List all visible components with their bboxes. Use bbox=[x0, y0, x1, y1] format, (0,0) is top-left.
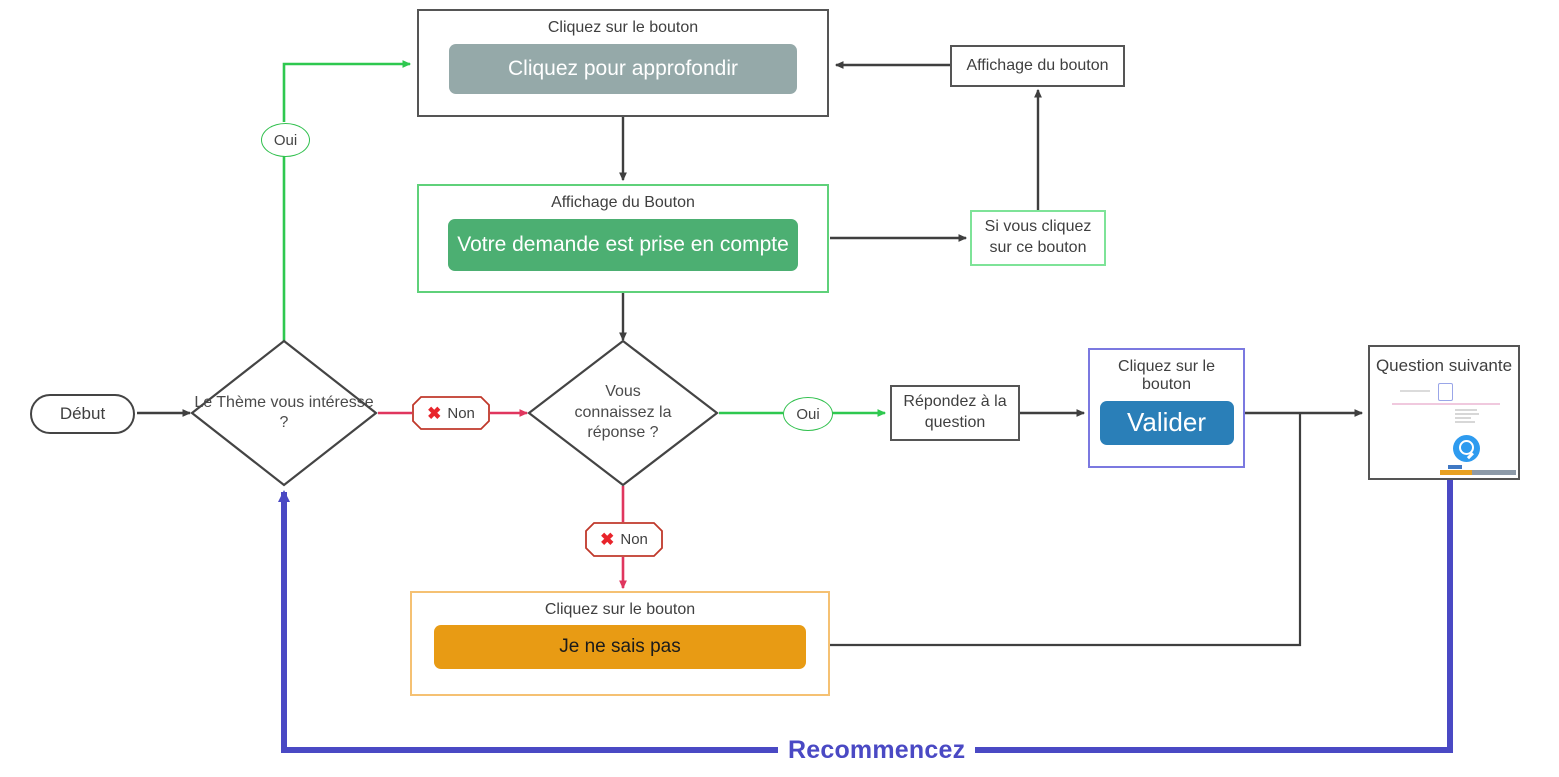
question-preview-thumbnail bbox=[1370, 377, 1518, 478]
button-valider[interactable]: Valider bbox=[1099, 400, 1234, 445]
card-cliquez-approfondir: Cliquez sur le bouton Cliquez pour appro… bbox=[417, 9, 829, 117]
diamond-shape bbox=[190, 339, 378, 487]
card-affichage-du-bouton: Affichage du Bouton Votre demande est pr… bbox=[417, 184, 829, 293]
edge-label-text: Oui bbox=[273, 131, 298, 149]
decision-vous-connaissez-la-reponse: Vous connaissez la réponse ? bbox=[527, 339, 719, 487]
question-suivante-label: Question suivante bbox=[1375, 356, 1513, 375]
card-valider: Cliquez sur le bouton Valider bbox=[1088, 348, 1245, 468]
card-caption: Affichage du Bouton bbox=[551, 194, 695, 211]
cross-icon: ✖ bbox=[600, 530, 615, 549]
start-terminator: Début bbox=[30, 394, 135, 434]
node-question-suivante: Question suivante bbox=[1368, 345, 1520, 480]
card-caption: Cliquez sur le bouton bbox=[547, 19, 699, 36]
edge-label-text: Oui bbox=[796, 405, 820, 423]
edge-label-oui-theme: Oui bbox=[261, 123, 310, 157]
edge-label-text: Non bbox=[620, 531, 648, 548]
cross-icon: ✖ bbox=[427, 403, 442, 423]
octagon-shape bbox=[585, 522, 663, 557]
decision-label: Vous connaissez la réponse ? bbox=[574, 383, 672, 442]
edge-label-oui-reponse: Oui bbox=[783, 397, 833, 431]
button-cliquez-pour-approfondir[interactable]: Cliquez pour approfondir bbox=[449, 44, 797, 95]
edge-label-non-reponse: ✖ Non bbox=[585, 522, 663, 557]
decision-label: Le Thème vous intéresse ? bbox=[194, 393, 374, 431]
button-votre-demande-prise-en-compte[interactable]: Votre demande est prise en compte bbox=[448, 219, 798, 272]
decision-le-theme-vous-interesse: Le Thème vous intéresse ? bbox=[190, 339, 378, 487]
repondez-label: Répondez à la question bbox=[903, 393, 1007, 431]
start-label: Début bbox=[59, 404, 106, 423]
affichage-du-bouton-label: Affichage du bouton bbox=[966, 56, 1109, 74]
edge-label-text: Non bbox=[447, 404, 475, 422]
node-si-vous-cliquez: Si vous cliquez sur ce bouton bbox=[970, 210, 1106, 266]
card-caption: Cliquez sur le bouton bbox=[544, 601, 696, 618]
si-vous-cliquez-label: Si vous cliquez sur ce bouton bbox=[984, 218, 1092, 256]
diamond-shape bbox=[527, 339, 719, 487]
edge-label-non-theme: ✖ Non bbox=[412, 396, 490, 430]
restart-loop-label: Recommencez bbox=[778, 736, 976, 765]
octagon-shape bbox=[412, 396, 490, 430]
card-je-ne-sais-pas: Cliquez sur le bouton Je ne sais pas bbox=[410, 591, 830, 696]
button-je-ne-sais-pas[interactable]: Je ne sais pas bbox=[434, 625, 806, 670]
card-caption: Cliquez sur le bouton bbox=[1118, 358, 1215, 394]
node-affichage-du-bouton: Affichage du bouton bbox=[950, 45, 1125, 87]
node-repondez-a-la-question: Répondez à la question bbox=[890, 385, 1020, 441]
